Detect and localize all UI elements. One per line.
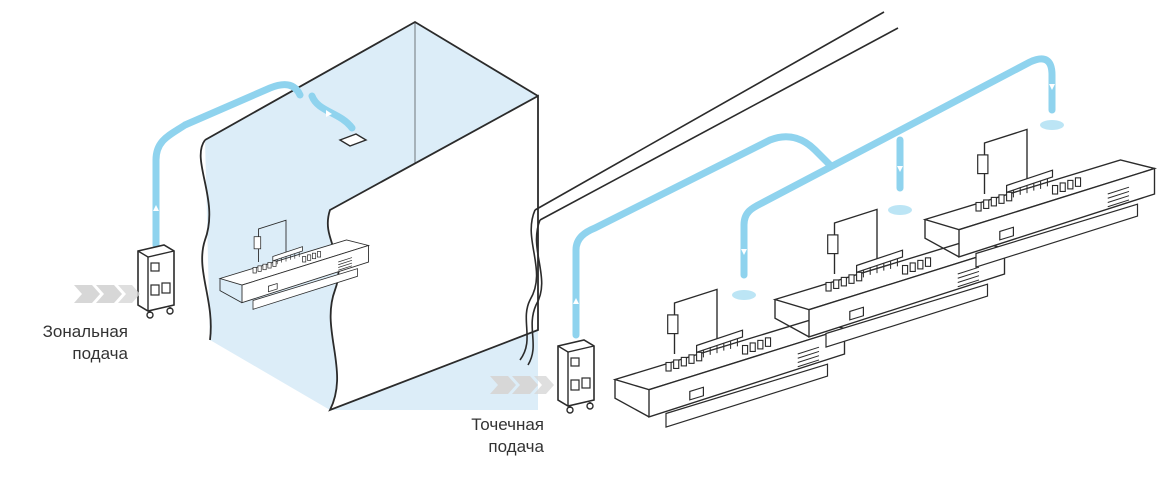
flow-arrow-icon	[153, 110, 332, 211]
point-chevron-arrows-icon	[490, 376, 554, 394]
point-air-duct-main	[572, 133, 834, 339]
point-supply-label-line1: Точечная	[471, 415, 544, 434]
zonal-front-wall	[326, 94, 539, 412]
flow-arrow-icon	[573, 84, 1055, 304]
zonal-air-supply-unit-icon	[137, 244, 175, 319]
point-air-duct-upper	[740, 55, 1056, 279]
zonal-supply-scene	[74, 20, 539, 412]
spray-head-icon	[732, 120, 1064, 300]
point-supply-scene	[490, 11, 1156, 428]
point-supply-label-line2: подача	[488, 437, 544, 456]
zonal-air-duct	[152, 81, 304, 249]
conveyor-3	[924, 128, 1156, 268]
point-air-supply-unit-icon	[557, 339, 595, 414]
zonal-supply-label-line1: Зональная	[42, 322, 128, 341]
zonal-supply-label: Зональная подача	[14, 321, 128, 365]
zonal-supply-label-line2: подача	[72, 344, 128, 363]
zonal-chevron-arrows-icon	[74, 285, 140, 303]
point-supply-label: Точечная подача	[432, 414, 544, 458]
